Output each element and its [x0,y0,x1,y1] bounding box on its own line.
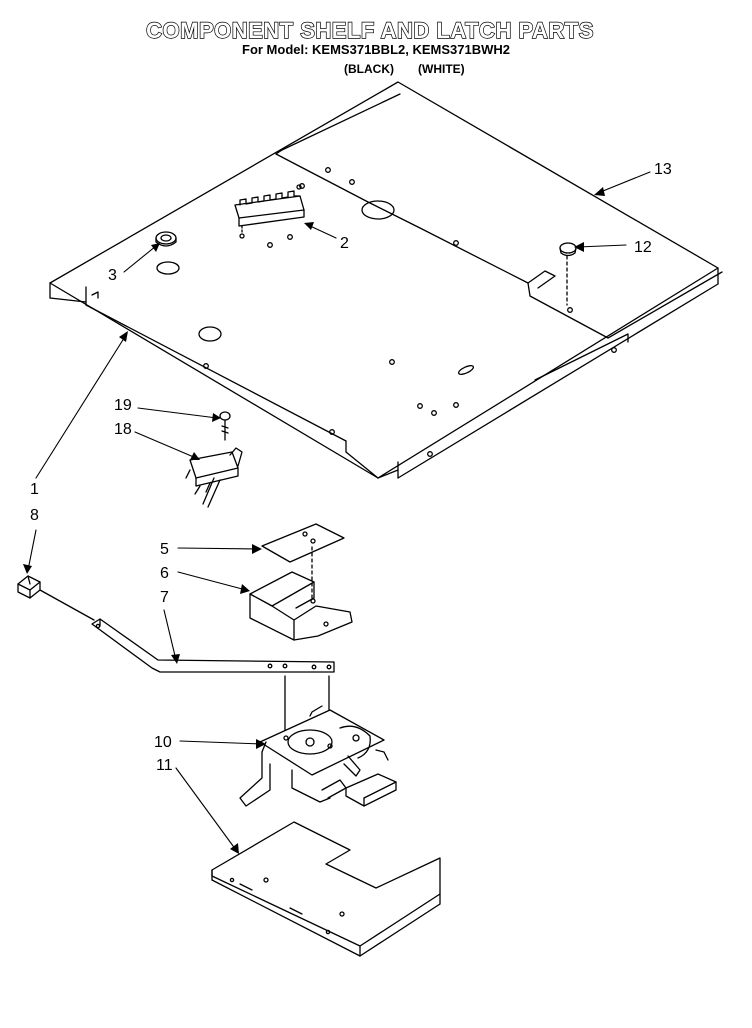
latch-arm [39,589,335,741]
callout-5: 5 [160,541,169,558]
terminal-block [234,184,305,239]
component-shelf [49,81,723,479]
diagram-title: COMPONENT SHELF AND LATCH PARTS [145,17,594,43]
latch-handle-knob [17,575,41,599]
screw [219,411,231,441]
callout-2: 2 [340,235,349,252]
callout-numbers: 13 2 12 3 1 19 18 8 5 6 7 10 11 [30,161,672,774]
callout-12: 12 [634,239,652,256]
color-label-white: (WHITE) [418,62,465,76]
callout-19: 19 [114,397,132,414]
callout-1: 1 [30,481,39,498]
callout-10: 10 [154,734,172,751]
callout-11: 11 [156,757,173,774]
callout-7: 7 [160,589,169,606]
model-numbers: For Model: KEMS371BBL2, KEMS371BWH2 [242,42,510,57]
latch-base-plate [211,821,441,957]
grommet [155,231,177,247]
callout-8: 8 [30,507,39,524]
callout-leaders [27,171,651,851]
callout-3: 3 [108,267,117,284]
latch-plate [261,523,345,601]
callout-arrowheads [23,187,605,854]
callout-18: 18 [114,421,132,438]
latch-bracket [249,571,353,641]
latch-assembly [239,705,397,807]
hole-plug [559,242,577,257]
callout-6: 6 [160,565,169,582]
callout-13: 13 [654,161,672,178]
color-label-black: (BLACK) [344,62,394,76]
door-switch [185,447,243,508]
